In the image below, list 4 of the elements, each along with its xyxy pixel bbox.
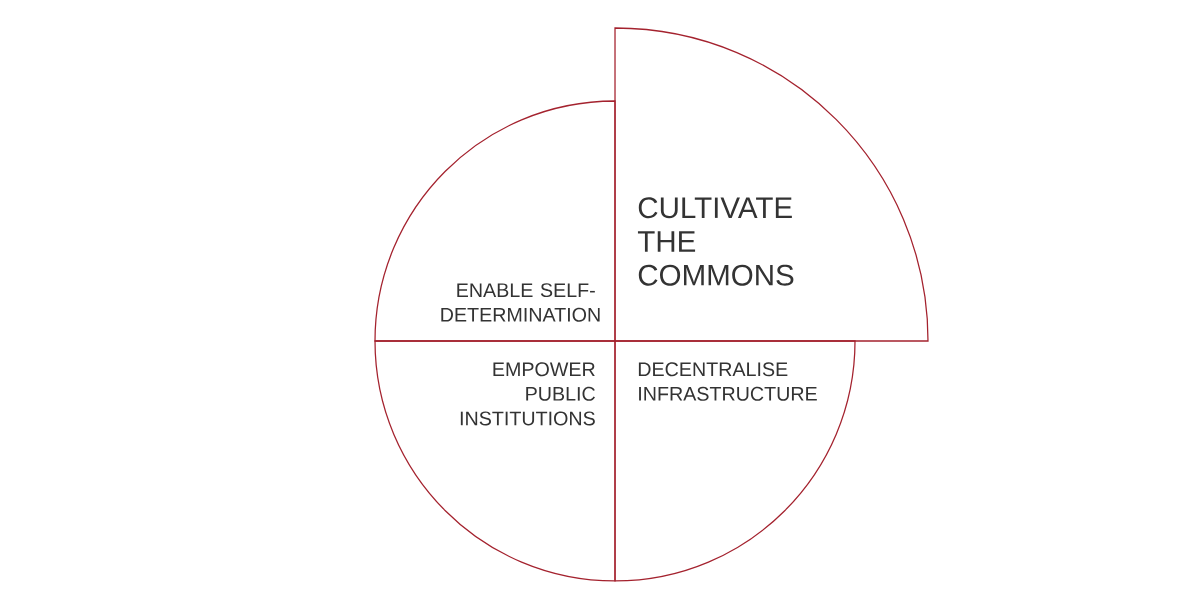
quadrant-sector: DECENTRALISE INFRASTRUCTURE (614, 340, 856, 582)
quadrant-sector: ENABLE SELF-DETERMINATION (374, 100, 616, 342)
quadrant-sector: CULTIVATE THE COMMONS (614, 27, 929, 342)
quadrant-sector: EMPOWER PUBLIC INSTITUTIONS (374, 340, 616, 582)
